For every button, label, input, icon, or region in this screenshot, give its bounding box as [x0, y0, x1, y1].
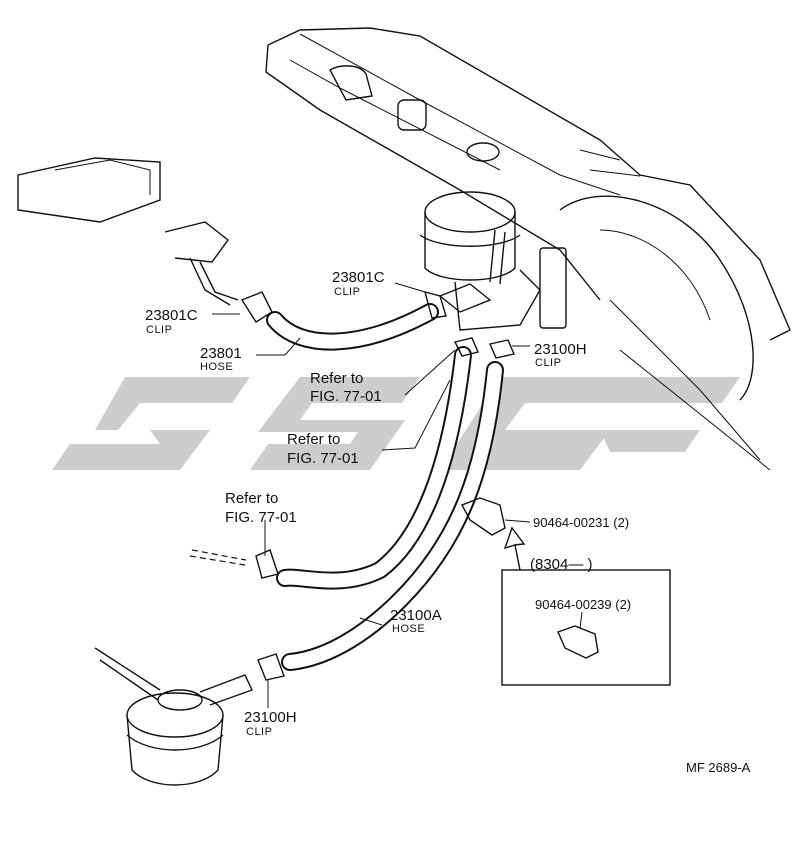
- fuel-filter: [94, 647, 285, 786]
- label-clip-23100h-bottom: 23100H CLIP: [244, 709, 297, 738]
- hose-23801: [266, 303, 439, 351]
- engine-cylinder-head: [265, 27, 791, 471]
- watermark-logo: [52, 377, 740, 470]
- refer-line1: Refer to: [287, 431, 340, 448]
- part-desc: CLIP: [535, 357, 561, 369]
- part-desc: HOSE: [392, 623, 425, 635]
- refer-line1: Refer to: [225, 490, 278, 507]
- refer-line2: FIG. 77-01: [310, 388, 382, 405]
- label-part-90464-00231: 90464-00231 (2): [533, 515, 629, 530]
- inset-box: [461, 497, 671, 686]
- label-date-range: (8304— ): [530, 556, 593, 573]
- leader-lines: [212, 282, 583, 708]
- air-intake-body: [17, 157, 239, 306]
- refer-line1: Refer to: [310, 370, 363, 387]
- hose-23100a: [276, 346, 504, 671]
- refer-line2: FIG. 77-01: [225, 509, 297, 526]
- label-refer-3: Refer to FIG. 77-01: [225, 490, 297, 526]
- part-desc: HOSE: [200, 361, 233, 373]
- part-desc: CLIP: [334, 286, 360, 298]
- figure-code: MF 2689-A: [686, 760, 751, 775]
- clip-23100h-top-shape: [453, 337, 515, 359]
- clip-23801c-top-shape: [424, 291, 447, 319]
- label-clip-23801c-left: 23801C CLIP: [145, 307, 198, 336]
- part-desc: CLIP: [146, 324, 172, 336]
- label-clip-23100h-top: 23100H CLIP: [534, 341, 587, 369]
- part-number: 23100H: [244, 709, 297, 726]
- part-number: 23100A: [390, 607, 442, 624]
- part-number: 23801: [200, 345, 242, 362]
- label-refer-2: Refer to FIG. 77-01: [287, 431, 359, 467]
- part-number: 23100H: [534, 341, 587, 358]
- label-refer-1: Refer to FIG. 77-01: [310, 370, 382, 405]
- fuel-pump: [419, 191, 567, 331]
- refer-line2: FIG. 77-01: [287, 450, 359, 467]
- label-part-90464-00239: 90464-00239 (2): [535, 597, 631, 612]
- part-desc: CLIP: [246, 726, 272, 738]
- label-clip-23801c-top: 23801C CLIP: [332, 269, 385, 298]
- part-number: 23801C: [332, 269, 385, 286]
- label-hose-23100a: 23100A HOSE: [390, 607, 442, 635]
- clip-23801c-left-shape: [240, 291, 273, 323]
- label-hose-23801: 23801 HOSE: [200, 345, 242, 373]
- part-number: 23801C: [145, 307, 198, 324]
